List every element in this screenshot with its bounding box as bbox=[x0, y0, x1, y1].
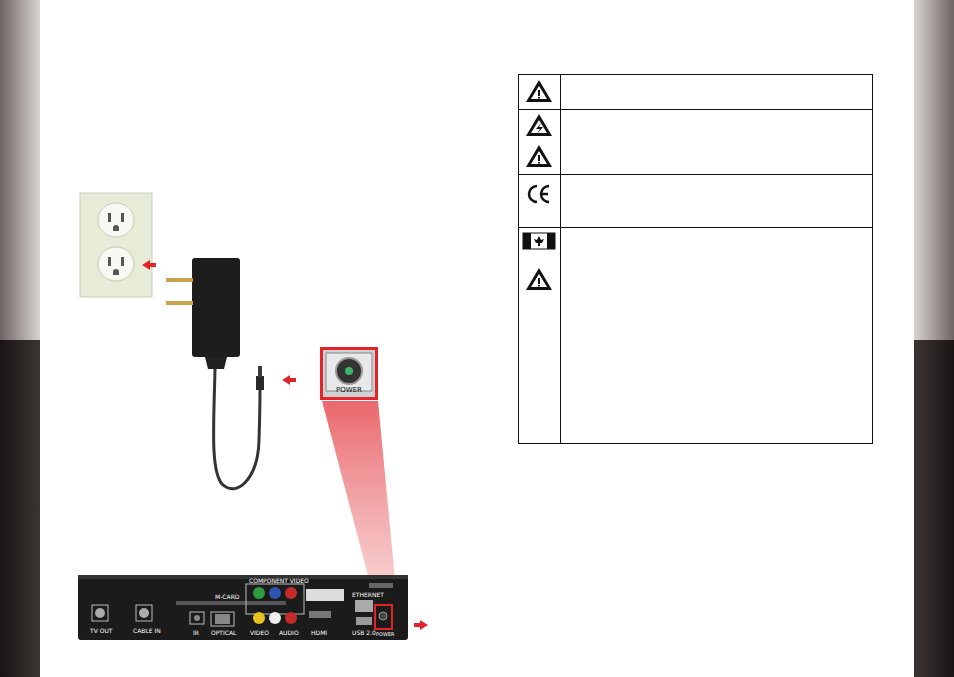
connector-jacks bbox=[95, 583, 393, 625]
pointer-arrow bbox=[414, 620, 428, 630]
pointer-arrow bbox=[282, 375, 296, 385]
power-jack-zoom: POWER bbox=[320, 347, 378, 400]
port-label: VIDEO bbox=[250, 629, 269, 636]
port-label: IR bbox=[193, 629, 199, 636]
jack-space bbox=[327, 352, 371, 386]
port-label: POWER bbox=[376, 631, 395, 638]
port-label: HDMI bbox=[311, 629, 327, 636]
cable bbox=[214, 369, 260, 489]
jack-label: POWER bbox=[327, 386, 371, 394]
jack-face: POWER bbox=[323, 350, 375, 397]
port-label: AUDIO bbox=[279, 629, 299, 636]
port-label: TV OUT bbox=[90, 627, 112, 634]
pointer-arrow bbox=[142, 260, 156, 270]
side-strip bbox=[914, 340, 954, 677]
side-strip bbox=[0, 0, 40, 340]
port-label: ETHERNET bbox=[352, 591, 384, 598]
wall-outlet bbox=[80, 193, 152, 297]
port-label: COMPONENT VIDEO bbox=[249, 577, 309, 584]
side-strip bbox=[914, 0, 954, 340]
back-panel bbox=[78, 575, 408, 640]
card-slot bbox=[176, 601, 286, 605]
port-label: OPTICAL bbox=[211, 629, 236, 636]
port-label: M-CARD bbox=[215, 593, 239, 600]
warning-symbols bbox=[523, 80, 555, 290]
port-label: USB 2.0 bbox=[352, 629, 376, 636]
power-adapter bbox=[192, 258, 240, 357]
symbol-table bbox=[519, 75, 873, 444]
side-strip bbox=[0, 340, 40, 677]
port-label: CABLE IN bbox=[133, 627, 161, 634]
power-highlight bbox=[375, 605, 392, 629]
